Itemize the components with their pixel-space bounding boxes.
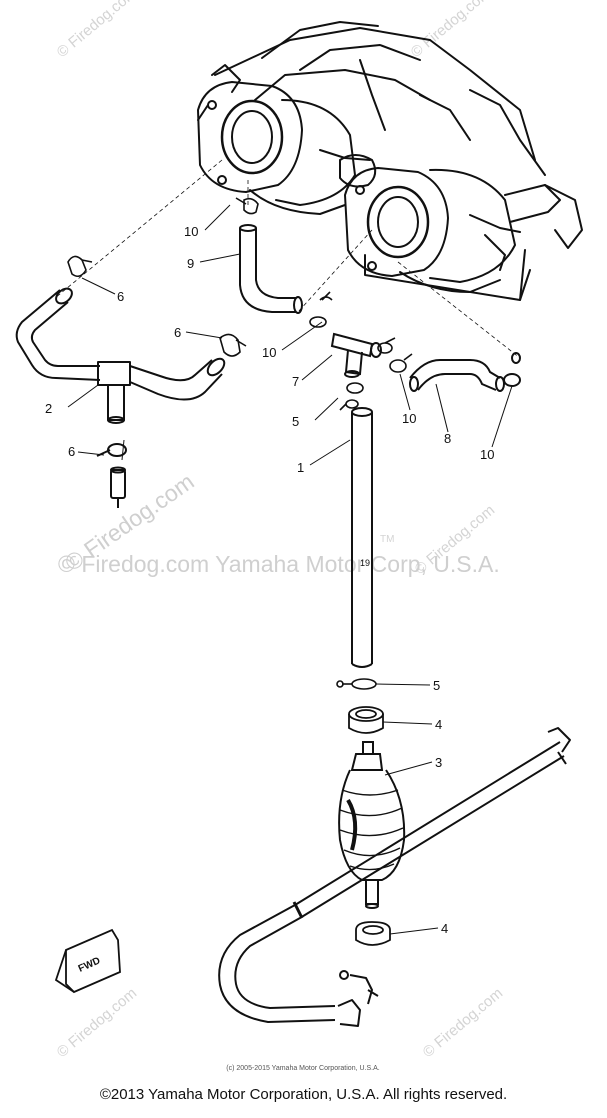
watermark-top-left: © Firedog.com <box>54 0 140 61</box>
watermark-bottom-right: © Firedog.com <box>420 985 506 1061</box>
part-label-4-top: 4 <box>435 717 442 732</box>
part-label-8: 8 <box>444 431 451 446</box>
leader-lines <box>67 204 513 935</box>
part-label-10-right: 10 <box>402 411 416 426</box>
part-label-5-top: 5 <box>292 414 299 429</box>
forward-direction-indicator: FWD <box>54 928 121 994</box>
clip-hose-9 <box>309 291 333 328</box>
clip-5-lower <box>336 678 377 690</box>
part-label-9: 9 <box>187 256 194 271</box>
part-label-6-mid: 6 <box>174 325 181 340</box>
part-label-3: 3 <box>435 755 442 770</box>
carburetor-assembly <box>197 21 583 301</box>
footer-copyright: ©2013 Yamaha Motor Corporation, U.S.A. A… <box>99 1086 508 1103</box>
t-joint-7 <box>330 332 382 378</box>
t-joint-clips <box>339 337 413 411</box>
hose-8 <box>409 352 521 392</box>
watermark-center: © Firedog.com Yamaha Motor Corp, U.S.A. <box>58 551 500 577</box>
hose-1: 19 <box>351 407 373 668</box>
part-label-2: 2 <box>45 401 52 416</box>
part-labels: 10 9 6 6 2 6 10 7 5 10 8 1 10 5 4 3 4 <box>45 224 494 936</box>
grommet-4-upper <box>348 706 384 734</box>
watermarks: © Firedog.com © Firedog.com © Firedog.co… <box>54 0 506 1061</box>
small-copyright: (c) 2005-2015 Yamaha Motor Corporation, … <box>226 1065 379 1072</box>
part-label-4-bottom: 4 <box>441 921 448 936</box>
main-fuel-line <box>218 727 571 1027</box>
left-t-hose-assembly <box>15 287 226 508</box>
part-label-7: 7 <box>292 374 299 389</box>
left-hose-clips <box>67 197 259 357</box>
part-label-1: 1 <box>297 460 304 475</box>
part-label-10-far-right: 10 <box>480 447 494 462</box>
watermark-bottom-left: © Firedog.com <box>54 985 140 1061</box>
hose-9 <box>239 224 303 314</box>
part-label-5-bottom: 5 <box>433 678 440 693</box>
hose-1-marking: 19 <box>360 558 370 568</box>
reference-lines <box>54 159 521 359</box>
part-label-6-bottom: 6 <box>68 444 75 459</box>
part-label-10-center: 10 <box>262 345 276 360</box>
watermark-trademark: TM <box>380 534 394 545</box>
watermark-top-right: © Firedog.com <box>408 0 494 61</box>
fuel-filter-3 <box>338 741 406 909</box>
grommet-4-lower <box>355 921 391 946</box>
part-label-6-top: 6 <box>117 289 124 304</box>
part-label-10-top: 10 <box>184 224 198 239</box>
